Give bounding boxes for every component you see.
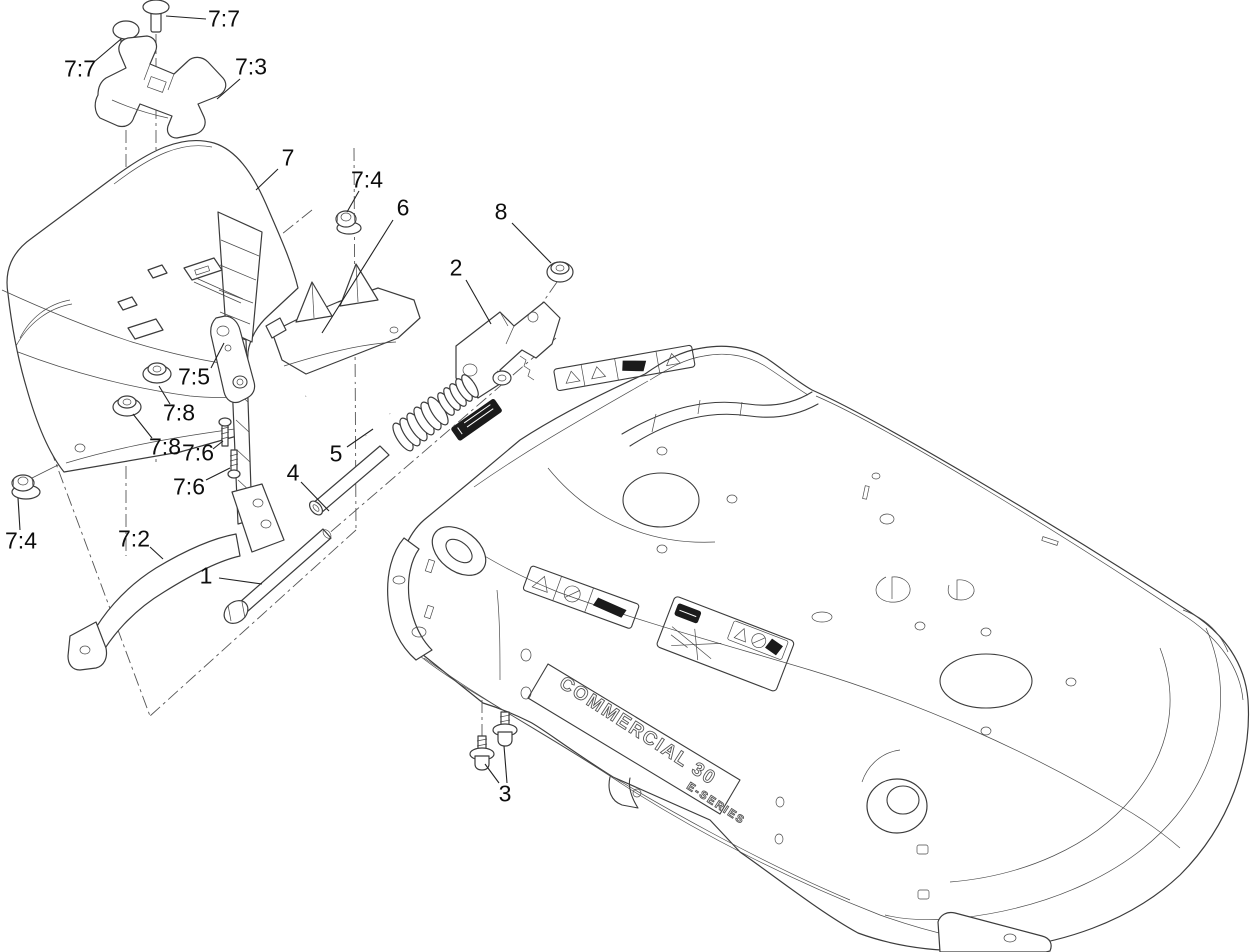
callout-7-6-b: 7:6 (173, 473, 205, 500)
flange-nut (113, 396, 141, 416)
callout-7-6-a: 7:6 (182, 439, 214, 466)
callout-7-7-a: 7:7 (208, 5, 240, 32)
latch-bracket (95, 36, 226, 138)
deck-bolt (470, 736, 494, 770)
spacer-tube (307, 446, 389, 517)
discharge-cover (2, 141, 298, 524)
pivot-bracket (211, 316, 255, 403)
danger-decal-small (451, 399, 502, 441)
self-tap-screw (228, 450, 240, 478)
callout-7-7-b: 7:7 (64, 55, 96, 82)
deck-bolt (493, 712, 517, 746)
deflector-arm (68, 484, 284, 670)
flange-bolt (12, 475, 40, 499)
callout-6: 6 (396, 194, 410, 221)
flange-nut (143, 363, 171, 383)
flange-bolt (336, 211, 361, 234)
callout-4: 4 (286, 459, 300, 486)
anti-scalp-wheel (862, 750, 927, 833)
callout-1: 1 (199, 562, 213, 589)
leader-lines (18, 16, 551, 783)
warning-decal-mid (523, 565, 640, 629)
callout-5: 5 (329, 440, 343, 467)
carriage-bolt (220, 528, 333, 628)
baffle (266, 264, 420, 374)
lock-nut (547, 262, 573, 282)
callout-7: 7 (281, 144, 295, 171)
callout-7-4-b: 7:4 (5, 527, 37, 554)
idler-bracket (456, 302, 560, 398)
mower-deck (388, 346, 1249, 952)
deck-left-flange (388, 517, 495, 660)
warning-decal-strip-top (554, 345, 696, 391)
callout-3: 3 (498, 780, 512, 807)
self-tap-screw (219, 418, 231, 446)
callout-7-5: 7:5 (178, 363, 210, 390)
callout-8: 8 (494, 198, 508, 225)
extension-spring (306, 371, 511, 454)
callout-2: 2 (449, 254, 463, 281)
callout-7-4-a: 7:4 (351, 166, 383, 193)
callout-7-2: 7:2 (118, 525, 150, 552)
callout-7-3: 7:3 (235, 53, 267, 80)
instruction-decal-large (656, 596, 795, 692)
callout-7-8-a: 7:8 (163, 399, 195, 426)
callout-7-8-b: 7:8 (149, 433, 181, 460)
